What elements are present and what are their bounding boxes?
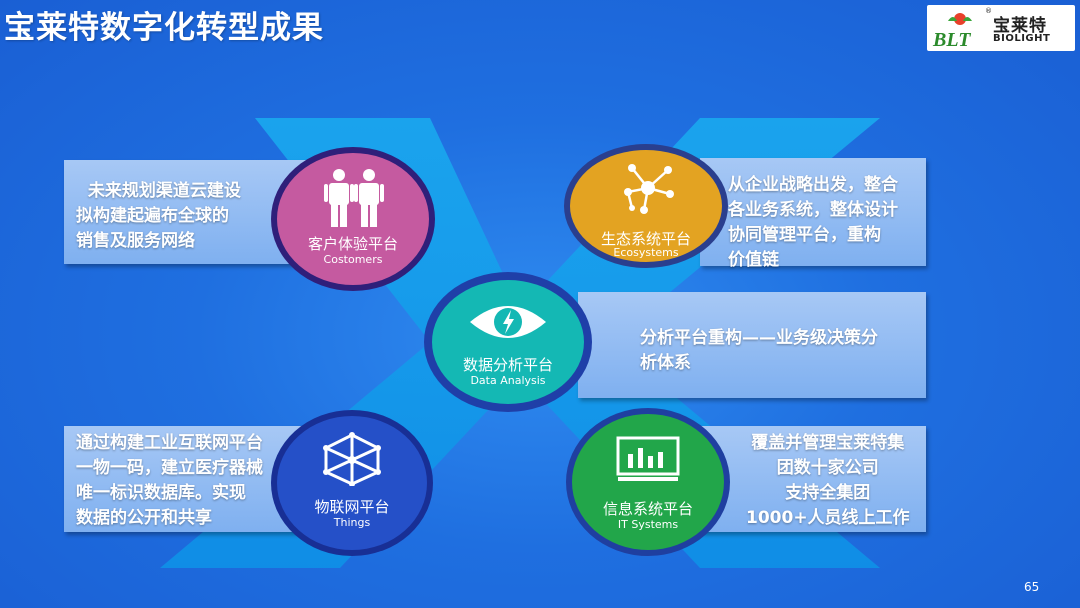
eye-icon bbox=[470, 306, 546, 338]
customers-platform-name: 客户体验平台 bbox=[307, 235, 398, 253]
ecosystems-platform-circle: 生态系统平台 Ecosystems bbox=[564, 144, 728, 268]
company-logo: BLT ® 宝莱特 BIOLIGHT bbox=[927, 5, 1075, 51]
analysis-platform-name: 数据分析平台 bbox=[462, 356, 553, 374]
it-platform-name: 信息系统平台 bbox=[602, 500, 693, 518]
svg-text:BLT: BLT bbox=[932, 29, 971, 49]
analysis-description-box: 分析平台重构——业务级决策分 析体系 bbox=[578, 292, 926, 398]
page-number: 65 bbox=[1024, 580, 1040, 594]
it-platform-circle: 信息系统平台 IT Systems bbox=[566, 408, 730, 556]
it-description: 覆盖并管理宝莱特集 团数十家公司 支持全集团 1000+人员线上工作 bbox=[746, 433, 910, 528]
people-icon bbox=[324, 169, 384, 227]
analysis-platform-circle: 数据分析平台 Data Analysis bbox=[424, 272, 592, 412]
cube-network-icon bbox=[323, 432, 381, 486]
dashboard-icon bbox=[616, 436, 680, 481]
things-description: 通过构建工业互联网平台 一物一码，建立医疗器械 唯一标识数据库。实现 数据的公开… bbox=[76, 433, 263, 528]
logo-mark-icon: BLT bbox=[932, 13, 972, 49]
customers-description: 未来规划渠道云建设 拟构建起遍布全球的 销售及服务网络 bbox=[76, 181, 241, 251]
ecosystems-platform-name-en: Ecosystems bbox=[613, 246, 679, 259]
logo-name-en: BIOLIGHT bbox=[993, 33, 1051, 44]
customers-platform-circle: 客户体验平台 Costomers bbox=[271, 147, 435, 291]
ecosystems-description-box: 从企业战略出发，整合 各业务系统，整体设计 协同管理平台，重构 价值链 bbox=[700, 158, 926, 270]
it-platform-name-en: IT Systems bbox=[617, 518, 679, 531]
page-title: 宝莱特数字化转型成果 bbox=[4, 10, 324, 46]
analysis-platform-name-en: Data Analysis bbox=[470, 374, 546, 387]
logo-name-cn: 宝莱特 bbox=[993, 16, 1047, 36]
customers-platform-name-en: Costomers bbox=[323, 253, 383, 266]
it-description-box: 覆盖并管理宝莱特集 团数十家公司 支持全集团 1000+人员线上工作 bbox=[700, 426, 926, 532]
registered-mark: ® bbox=[985, 7, 992, 15]
things-platform-circle: 物联网平台 Things bbox=[271, 410, 433, 556]
things-platform-name: 物联网平台 bbox=[314, 498, 390, 516]
ecosystems-description: 从企业战略出发，整合 各业务系统，整体设计 协同管理平台，重构 价值链 bbox=[728, 175, 898, 270]
things-platform-name-en: Things bbox=[333, 516, 371, 529]
network-icon bbox=[624, 164, 674, 214]
ecosystems-platform-name: 生态系统平台 bbox=[600, 230, 691, 248]
analysis-description: 分析平台重构——业务级决策分 析体系 bbox=[640, 328, 878, 373]
